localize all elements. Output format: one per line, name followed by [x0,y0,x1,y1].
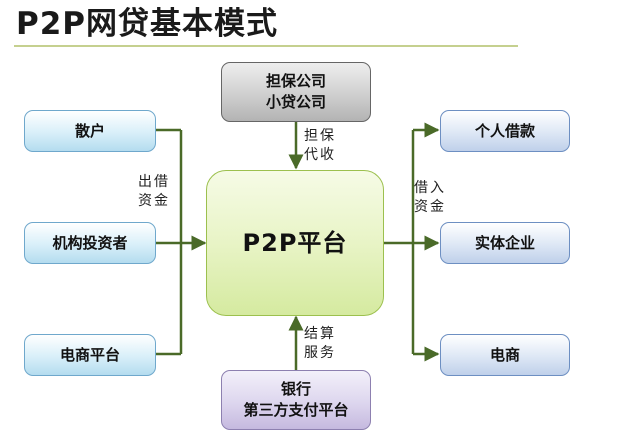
bank-line-2: 第三方支付平台 [243,401,349,419]
title-divider [14,45,518,47]
bank-line-1: 银行 [280,380,311,398]
edge-label-guarantee-collect: 担保 代收 [304,127,336,165]
guarantee-collect-line-1: 担保 [304,128,336,144]
edge-label-borrow-funds: 借入 资金 [414,179,446,217]
page-title: P2P网贷基本模式 [16,6,279,42]
node-retail-investor: 散户 [24,110,156,152]
node-personal-loan: 个人借款 [440,110,570,152]
node-bank-payment: 银行 第三方支付平台 [221,370,371,430]
node-p2p-platform: P2P平台 [206,170,384,316]
edge-label-settlement: 结算 服务 [304,325,336,363]
node-enterprise: 实体企业 [440,222,570,264]
edge-label-lend-funds: 出借 资金 [138,173,170,211]
guarantee-collect-line-2: 代收 [304,147,336,163]
node-institutional-investor: 机构投资者 [24,222,156,264]
lend-funds-line-2: 资金 [138,193,170,209]
node-ecommerce-borrower: 电商 [440,334,570,376]
node-ecommerce-platform-source: 电商平台 [24,334,156,376]
settlement-line-1: 结算 [304,326,336,342]
borrow-funds-line-1: 借入 [414,180,446,196]
guarantee-line-2: 小贷公司 [265,93,326,111]
node-guarantee-company: 担保公司 小贷公司 [221,62,371,122]
lend-funds-line-1: 出借 [138,174,170,190]
borrow-funds-line-2: 资金 [414,199,446,215]
guarantee-line-1: 担保公司 [265,72,326,90]
settlement-line-2: 服务 [304,345,336,361]
